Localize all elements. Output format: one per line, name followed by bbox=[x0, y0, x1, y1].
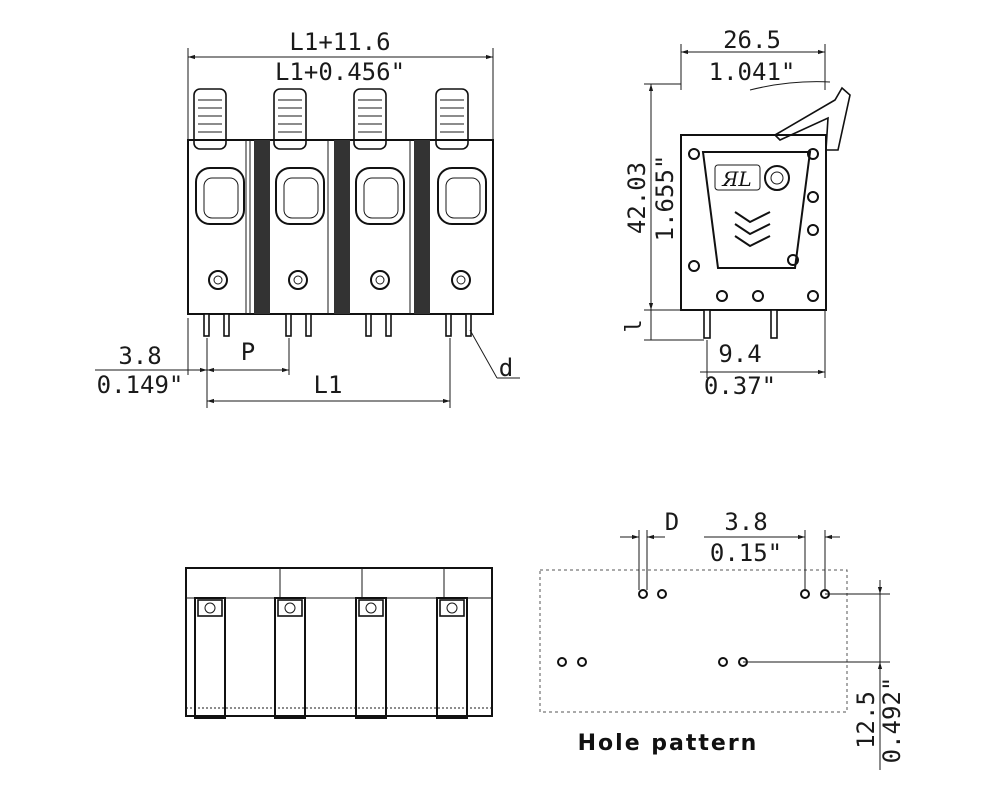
logo-plate bbox=[701, 151, 812, 269]
side-holes bbox=[688, 148, 819, 302]
side-pin-2 bbox=[770, 309, 778, 339]
side-housing bbox=[680, 134, 827, 311]
pin-spacing-dimension: 9.4 0.37" bbox=[700, 310, 826, 400]
side-pin-1 bbox=[703, 309, 711, 339]
hole-pattern-title: Hole pattern bbox=[578, 731, 759, 756]
brand-logo-icon bbox=[734, 211, 771, 248]
depth-dimension: 26.5 1.041" bbox=[680, 26, 831, 91]
pins bbox=[203, 313, 472, 337]
hole-diameter-dimension: D bbox=[620, 508, 679, 590]
height-dimension: 42.03 1.655" l bbox=[622, 83, 704, 341]
lever-3 bbox=[353, 88, 387, 150]
hole-pattern: D 3.8 0.15" 12.5 0.492" Hole pattern bbox=[539, 508, 906, 770]
hole-label: D bbox=[665, 508, 679, 536]
bottom-slots bbox=[194, 597, 468, 719]
bottom-view bbox=[185, 567, 493, 719]
pin-spacing-in: 0.37" bbox=[704, 372, 776, 400]
pole-separators bbox=[245, 140, 430, 314]
hole-pitch-mm: 3.8 bbox=[724, 508, 767, 536]
lever-2 bbox=[273, 88, 307, 150]
depth-in: 1.041" bbox=[709, 58, 796, 86]
overall-width-dimension: L1+11.6 L1+0.456" bbox=[187, 28, 494, 140]
pin-spacing-mm: 9.4 bbox=[718, 340, 761, 368]
hole-pattern-outline bbox=[539, 569, 848, 713]
front-view: L1+11.6 L1+0.456" bbox=[95, 28, 520, 408]
hole-pitch-dimension: 3.8 0.15" bbox=[704, 508, 840, 590]
overall-width-mm: L1+11.6 bbox=[289, 28, 390, 56]
row-spacing-in: 0.492" bbox=[878, 677, 906, 764]
pitch-label: P bbox=[241, 338, 255, 366]
lever-1 bbox=[193, 88, 227, 150]
csa-logo-icon bbox=[764, 165, 790, 191]
hole-pattern-holes bbox=[557, 589, 830, 667]
row-spacing-mm: 12.5 bbox=[852, 691, 880, 749]
offset-mm: 3.8 bbox=[118, 342, 161, 370]
depth-mm: 26.5 bbox=[723, 26, 781, 54]
side-lever bbox=[773, 86, 851, 151]
screw-icons bbox=[208, 270, 471, 290]
front-bottom-dimensions: 3.8 0.149" P L1 d bbox=[95, 318, 520, 408]
offset-in: 0.149" bbox=[97, 371, 184, 399]
overall-width-in: L1+0.456" bbox=[275, 58, 405, 86]
hole-pitch-in: 0.15" bbox=[710, 539, 782, 567]
lever-4 bbox=[435, 88, 469, 150]
ur-logo-icon: ЯL bbox=[714, 164, 761, 191]
wire-entries bbox=[195, 167, 487, 225]
pin-length-label: l bbox=[622, 319, 647, 332]
length-label: L1 bbox=[314, 371, 343, 399]
pin-label: d bbox=[499, 354, 513, 382]
svg-text:ЯL: ЯL bbox=[721, 167, 751, 191]
height-in: 1.655" bbox=[651, 155, 679, 242]
row-spacing-dimension: 12.5 0.492" bbox=[743, 580, 906, 770]
bottom-housing bbox=[185, 567, 493, 717]
levers bbox=[193, 88, 469, 150]
height-mm: 42.03 bbox=[623, 162, 651, 234]
side-view: 26.5 1.041" ЯL bbox=[622, 26, 851, 400]
